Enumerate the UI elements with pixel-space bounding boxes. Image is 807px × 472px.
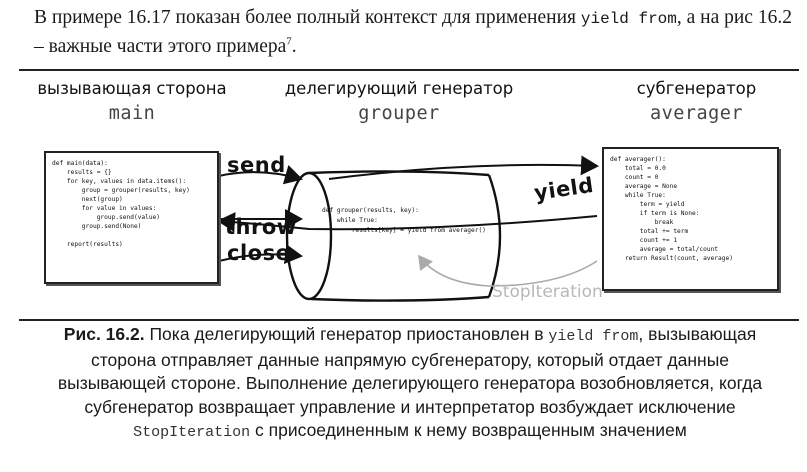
subgen-title: субгенератор [636,79,757,98]
figure-16-2: вызывающая сторона main делегирующий ген… [19,69,799,321]
caption-code-2: StopIteration [133,424,251,441]
caption-text-1: Пока делегирующий генератор приостановле… [144,324,549,344]
intro-text-2: , а на рис 16.2 – важные части этого при… [34,7,792,57]
caption-text-2: , вызывающая сторона отправляет данные н… [57,324,763,417]
intro-text-3: . [291,36,297,57]
send-arrow [218,164,303,185]
diagram-drawing [217,155,599,302]
pipe-cylinder [285,170,502,302]
delegating-title: делегирующий генератор [284,79,514,98]
caller-title: вызывающая сторона [37,79,227,98]
caller-header: вызывающая сторона main [27,79,237,124]
main-code-box: def main(data): results = {} for key, va… [44,151,219,284]
intro-paragraph: В примере 16.17 показан более полный кон… [34,4,804,60]
caption-code-1: yield from [548,328,639,345]
stopiteration-label: StopIteration [492,282,603,302]
intro-text-1: В примере 16.17 показан более полный кон… [34,7,581,28]
averager-code-box: def averager(): total = 0.0 count = 0 av… [602,147,779,291]
yield-arrow [217,212,598,233]
subgen-header: субгенератор averager [599,79,794,124]
figure-caption: Рис. 16.2. Пока делегирующий генератор п… [40,323,780,445]
delegating-header: делегирующий генератор grouper [269,79,529,124]
delegating-name: grouper [358,103,440,124]
send-through-arrow [328,155,599,180]
footnote-marker: 7 [286,35,292,48]
intro-code: yield from [580,10,677,28]
caption-text-3: с присоединенным к нему возвращенным зна… [250,420,687,440]
close-arrow [218,244,303,265]
caption-label: Рис. 16.2. [63,324,145,344]
grouper-code: def grouper(results, key): while True: r… [322,207,486,234]
close-label: close [227,241,291,265]
caller-name: main [108,103,156,124]
stopiteration-arrow [418,254,598,287]
send-label: send [227,153,286,177]
subgen-name: averager [649,103,744,124]
throw-label: throw [225,215,297,239]
